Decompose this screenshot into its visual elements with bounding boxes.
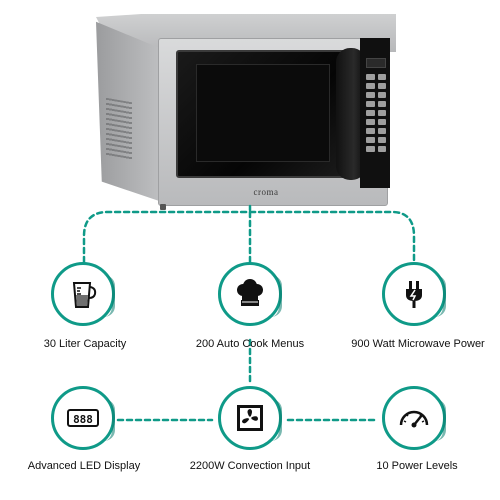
power-plug-icon [406,281,422,308]
feature-display-badge: 888 [51,386,115,450]
feature-auto-cook-badge [218,262,282,326]
feature-label: 900 Watt Microwave Power [351,338,485,350]
feature-label: Advanced LED Display [27,460,141,472]
svg-text:888: 888 [73,413,93,426]
feature-label: 2200W Convection Input [189,460,311,472]
measuring-jug-icon [72,282,97,308]
feature-power-badge [382,262,446,326]
microwave-inner-window [196,64,330,162]
microwave-keypad [366,74,386,152]
chef-hat-icon [237,279,263,306]
convection-fan-icon [237,405,263,431]
feature-label: 30 Liter Capacity [43,338,127,350]
microwave-foot [160,204,166,210]
feature-label: 200 Auto Cook Menus [195,338,305,350]
feature-capacity-badge [51,262,115,326]
brand-logo: croma [253,187,279,197]
microwave-display [366,58,386,68]
feature-convection-badge [218,386,282,450]
led-display-icon: 888 [67,409,99,427]
feature-power-levels-badge [382,386,446,450]
feature-label: 10 Power Levels [376,460,458,472]
gauge-icon [399,410,429,428]
